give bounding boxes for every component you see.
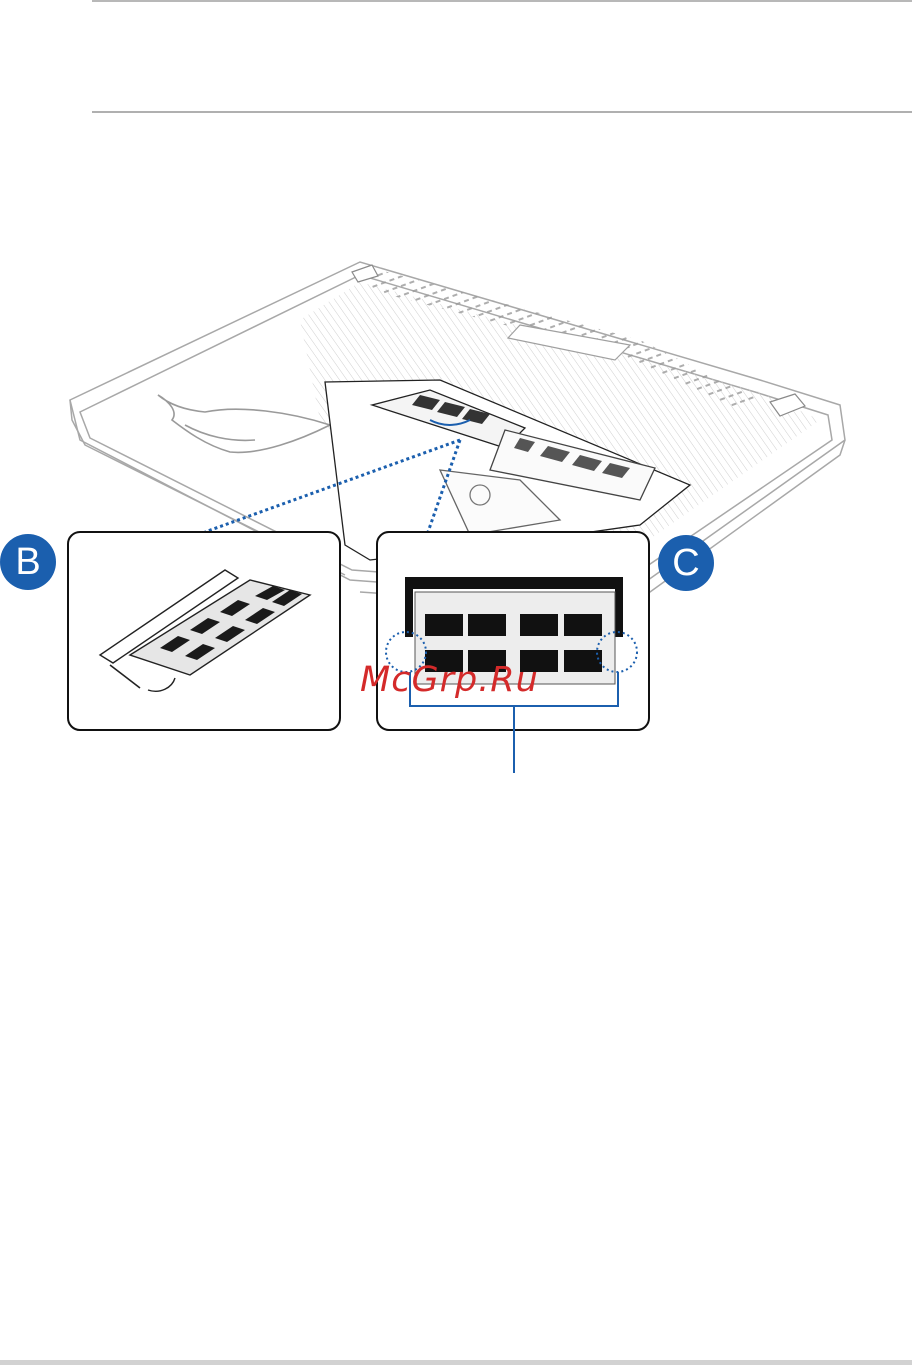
footer-rule	[0, 1360, 912, 1365]
header-rule-top	[92, 0, 912, 2]
callout-badge-c: C	[658, 535, 714, 591]
laptop-underside-illustration	[0, 250, 912, 790]
header-rule-bottom	[92, 111, 912, 113]
watermark-text: McGrp.Ru	[360, 660, 580, 700]
inset-panel-c	[377, 532, 649, 730]
inset-panel-b	[68, 532, 340, 730]
callout-badge-b: B	[0, 534, 56, 590]
